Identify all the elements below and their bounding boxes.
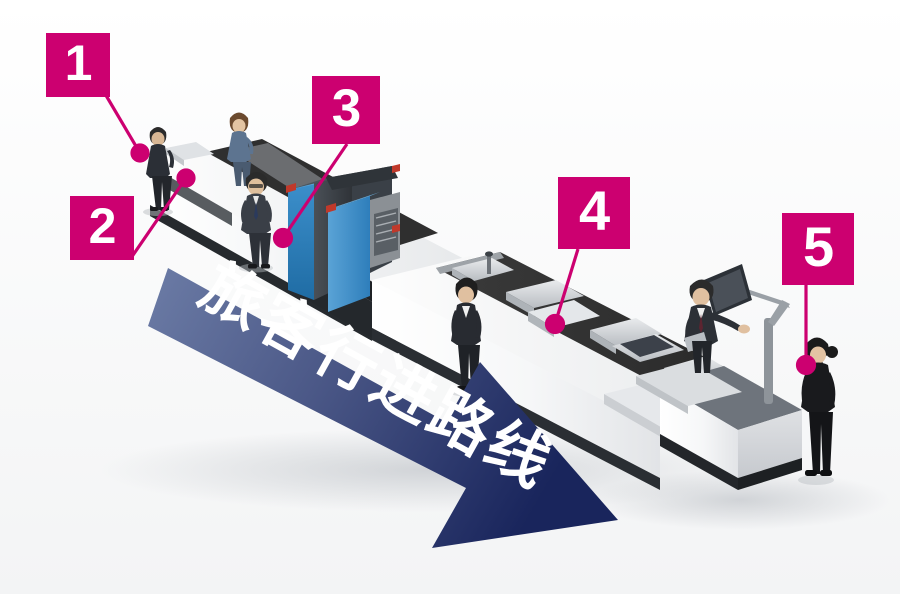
callout-marker-3[interactable]: 3: [312, 76, 380, 144]
monitor-arm: [704, 264, 790, 404]
callout-marker-4-label: 4: [578, 179, 610, 242]
person-officer-scanner: [239, 172, 273, 273]
callout-marker-4[interactable]: 4: [558, 177, 630, 249]
person-officer-desk: [684, 279, 750, 373]
exit-desk-group: [636, 264, 802, 490]
callout-marker-2[interactable]: 2: [70, 196, 134, 260]
callout-marker-5[interactable]: 5: [782, 213, 854, 285]
callout-marker-3-label: 3: [331, 78, 361, 138]
callout-marker-1[interactable]: 1: [46, 33, 110, 97]
callout-marker-1-label: 1: [64, 35, 93, 91]
callout-marker-5-label: 5: [802, 215, 834, 278]
callout-marker-2-label: 2: [88, 198, 117, 254]
